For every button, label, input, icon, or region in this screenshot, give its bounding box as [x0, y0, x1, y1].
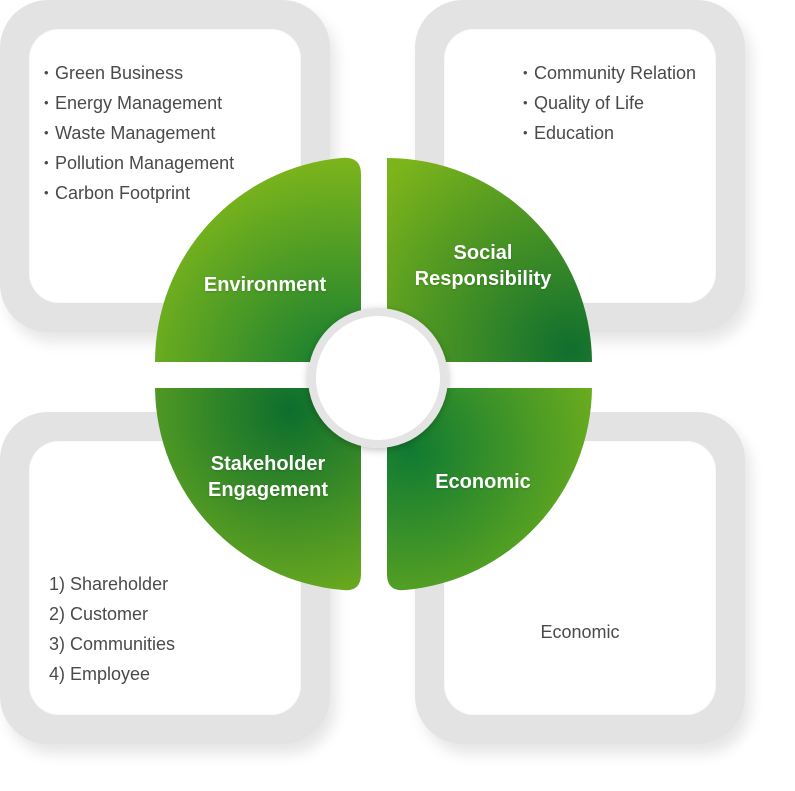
list-item: 2) Customer — [49, 604, 149, 624]
list-item: Green Business — [44, 58, 234, 88]
economic-title: Economic — [435, 471, 531, 493]
economic-description: Economic — [540, 622, 620, 642]
center-circle — [316, 316, 440, 440]
stakeholder-title-line2: Engagement — [207, 479, 329, 501]
economic-quadrant — [387, 388, 592, 591]
list-item: 4) Employee — [49, 664, 151, 684]
list-item: Carbon Footprint — [44, 178, 234, 208]
list-item: Quality of Life — [523, 88, 696, 118]
social-quadrant — [387, 157, 592, 362]
list-item: Community Relation — [523, 58, 696, 88]
social-title-line1: Social — [453, 242, 513, 264]
environment-card: Green Business Energy Management Waste M… — [0, 0, 330, 332]
social-list: Community Relation Quality of Life Educa… — [523, 58, 696, 148]
list-item: Pollution Management — [44, 148, 234, 178]
stakeholder-title-line1: Stakeholder — [210, 453, 326, 475]
environment-quadrant — [155, 157, 361, 362]
list-item: 3) Communities — [49, 634, 176, 654]
social-title-line2: Responsibility — [414, 268, 552, 290]
list-item: Education — [523, 118, 696, 148]
list-item: Energy Management — [44, 88, 234, 118]
list-item: 1) Shareholder — [49, 574, 169, 594]
environment-title: Environment — [203, 274, 327, 296]
stakeholder-title: Stakeholder Engagement — [183, 451, 353, 503]
list-item: Waste Management — [44, 118, 234, 148]
social-title: Social Responsibility — [398, 240, 568, 292]
stakeholder-quadrant — [155, 388, 361, 591]
stakeholder-list: 1) Shareholder 2) Customer 3) Communitie… — [49, 569, 175, 689]
environment-card-body: Green Business Energy Management Waste M… — [29, 29, 301, 303]
environment-list: Green Business Energy Management Waste M… — [44, 58, 234, 208]
